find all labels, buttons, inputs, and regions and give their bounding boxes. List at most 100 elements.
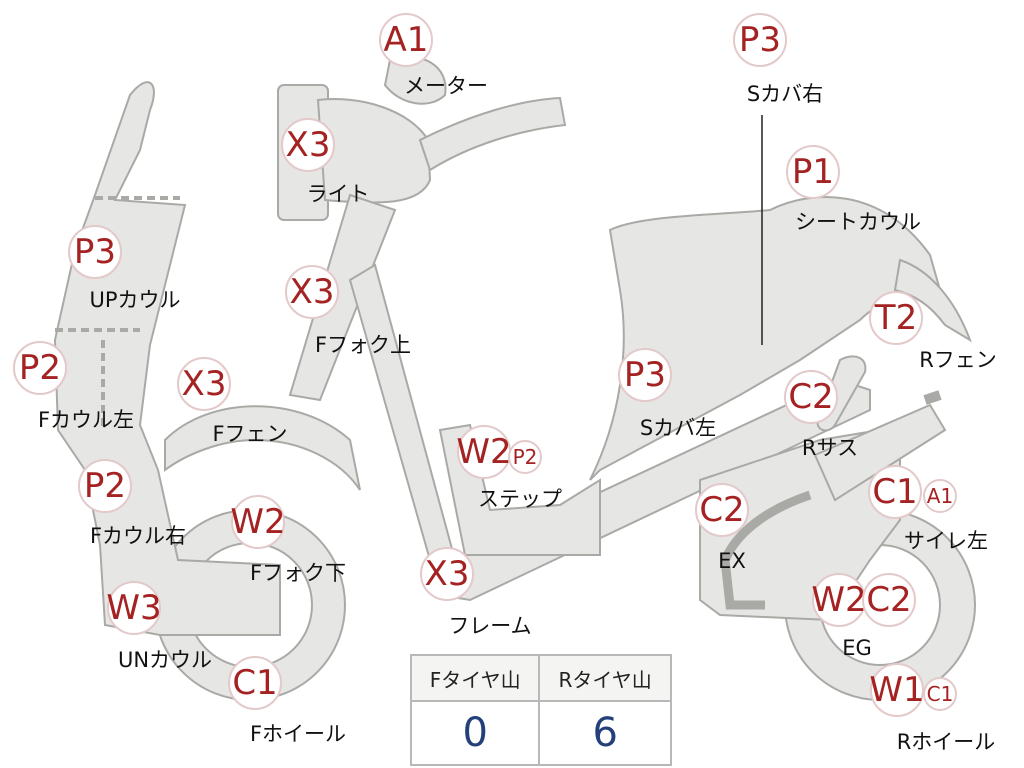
grade-badge-circle — [177, 357, 231, 411]
un-cowl-grade: W3 — [106, 588, 161, 628]
up-cowl-grade: P3 — [74, 232, 116, 272]
rear-tire-value: 6 — [538, 700, 672, 766]
step-label: ステップ — [478, 487, 562, 511]
f-cowl-right-callout: P2 Fカウル右 — [78, 459, 186, 548]
grade-badge-circle — [379, 13, 433, 67]
silencer-left-grade-1: C1 — [872, 472, 917, 512]
step-grade-1: W2 — [456, 432, 511, 472]
meter-label: メーター — [404, 74, 488, 98]
grade-badge-circle — [13, 341, 67, 395]
eg-callout: W2 C2 EG — [811, 573, 916, 660]
tire-tread-table: Fタイヤ山 Rタイヤ山 0 6 — [409, 654, 672, 766]
light-grade: X3 — [286, 125, 331, 165]
r-fender-label: Rフェン — [919, 348, 997, 372]
step-grade-2: P2 — [513, 445, 538, 469]
grade-badge-circle — [618, 348, 672, 402]
front-tire-value: 0 — [409, 700, 541, 766]
s-cover-left-grade: P3 — [624, 355, 666, 395]
grade-badge-circle — [868, 465, 922, 519]
f-fork-lower-label: Fフォク下 — [250, 561, 346, 585]
silencer-left-grade-2: A1 — [927, 484, 953, 508]
grade-badge-circle — [733, 13, 787, 67]
r-wheel-label: Rホイール — [897, 730, 996, 754]
r-suspension-callout: C2 Rサス — [784, 370, 858, 460]
f-cowl-left-label: Fカウル左 — [38, 408, 134, 432]
f-cowl-right-grade: P2 — [84, 466, 126, 506]
f-fender-grade: X3 — [182, 364, 227, 404]
up-cowl-callout: P3 UPカウル — [68, 225, 181, 312]
f-fork-upper-callout: X3 Fフォク上 — [285, 265, 411, 357]
grade-badge-circle — [786, 145, 840, 199]
eg-grade-2: C2 — [866, 580, 911, 620]
r-suspension-grade: C2 — [788, 377, 833, 417]
f-fork-lower-callout: W2 Fフォク下 — [230, 495, 346, 585]
front-fork-upper-shape — [288, 193, 397, 402]
f-fender-callout: X3 Fフェン — [177, 357, 288, 446]
grade-badge-circle — [508, 440, 542, 474]
f-fork-upper-grade: X3 — [290, 272, 335, 312]
grade-badge-circle — [107, 581, 161, 635]
front-tire-header: Fタイヤ山 — [409, 654, 541, 702]
tire-table-value-row: 0 6 — [409, 700, 672, 766]
frame-callout: X3 フレーム — [420, 547, 532, 638]
grade-badge-circle — [231, 495, 285, 549]
silencer-tip — [923, 390, 942, 405]
r-wheel-callout: W1 C1 Rホイール — [869, 663, 996, 754]
s-cover-left-callout: P3 Sカバ左 — [618, 348, 716, 440]
f-fender-label: Fフェン — [212, 422, 287, 446]
r-wheel-grade-2: C1 — [927, 682, 954, 706]
grade-badge-circle — [228, 656, 282, 710]
grade-badge-circle — [281, 118, 335, 172]
silencer-left-label: サイレ左 — [904, 529, 988, 553]
grade-badge-circle — [862, 573, 916, 627]
grade-badge-circle — [695, 483, 749, 537]
s-cover-right-callout: P3 Sカバ右 — [733, 13, 823, 106]
f-fork-upper-label: Fフォク上 — [315, 333, 411, 357]
grade-badge-circle — [923, 677, 957, 711]
seat-cowl-grade: P1 — [792, 152, 834, 192]
handlebar-shape — [418, 96, 567, 172]
step-callout: W2 P2 ステップ — [456, 425, 562, 511]
r-wheel-grade-1: W1 — [869, 670, 924, 710]
eg-label: EG — [842, 636, 872, 660]
s-cover-right-label: Sカバ右 — [747, 82, 823, 106]
meter-grade: A1 — [384, 20, 429, 60]
un-cowl-callout: W3 UNカウル — [106, 581, 212, 672]
f-cowl-left-callout: P2 Fカウル左 — [13, 341, 134, 432]
grade-badge-circle — [68, 225, 122, 279]
exhaust-pipe-shape — [720, 490, 812, 610]
seat-cowl-label: シートカウル — [795, 210, 921, 234]
silencer-left-callout: C1 A1 サイレ左 — [868, 465, 988, 553]
f-cowl-left-grade: P2 — [19, 348, 61, 388]
frame-grade: X3 — [425, 554, 470, 594]
up-cowl-label: UPカウル — [89, 288, 180, 312]
grade-badge-circle — [923, 479, 957, 513]
ex-label: EX — [718, 549, 746, 573]
rear-tire-header: Rタイヤ山 — [538, 654, 672, 702]
frame-label: フレーム — [448, 614, 531, 638]
meter-callout: A1 メーター — [379, 13, 488, 98]
s-cover-left-label: Sカバ左 — [640, 416, 716, 440]
grade-badge-circle — [869, 291, 923, 345]
ex-callout: C2 EX — [695, 483, 749, 573]
r-fender-grade: T2 — [874, 298, 917, 338]
eg-grade-1: W2 — [811, 580, 866, 620]
front-fender-shape — [164, 405, 361, 491]
grade-badge-circle — [285, 265, 339, 319]
f-wheel-callout: C1 Fホイール — [228, 656, 346, 746]
r-suspension-label: Rサス — [802, 436, 858, 460]
un-cowl-label: UNカウル — [118, 648, 212, 672]
grade-badge-circle — [78, 459, 132, 513]
s-cover-right-grade: P3 — [739, 20, 781, 60]
tire-table-header-row: Fタイヤ山 Rタイヤ山 — [409, 654, 672, 702]
silencer-shape — [813, 403, 947, 502]
seat-cowl-callout: P1 シートカウル — [786, 145, 921, 234]
r-fender-callout: T2 Rフェン — [869, 291, 997, 372]
grade-badge-circle — [420, 547, 474, 601]
f-wheel-label: Fホイール — [250, 722, 346, 746]
light-label: ライト — [307, 182, 370, 206]
grade-badge-circle — [870, 663, 924, 717]
f-fork-lower-grade: W2 — [230, 502, 285, 542]
f-wheel-grade: C1 — [232, 663, 277, 703]
